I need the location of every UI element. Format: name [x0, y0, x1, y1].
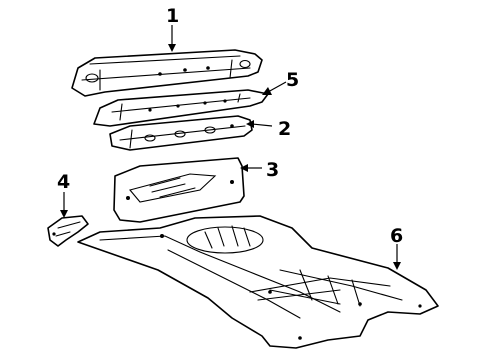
arrowhead-3 — [240, 164, 248, 172]
leader-2 — [251, 123, 273, 127]
leader-lines — [60, 25, 401, 270]
rear-floor-pan — [77, 215, 439, 349]
arrowhead-4 — [60, 210, 68, 218]
callout-4: 4 — [57, 171, 70, 193]
callout-6: 6 — [390, 225, 403, 247]
rear-panel-reinforcement — [93, 89, 269, 127]
callout-5: 5 — [286, 69, 299, 91]
callout-labels: 1 2 3 4 5 6 — [57, 5, 403, 247]
arrowhead-1 — [168, 44, 176, 52]
rear-crossmember — [109, 115, 253, 151]
side-bracket — [47, 215, 89, 247]
callout-1: 1 — [166, 5, 179, 27]
callout-2: 2 — [278, 118, 291, 140]
arrowhead-5 — [262, 87, 272, 95]
arrowhead-6 — [393, 262, 401, 270]
leader-5 — [267, 81, 287, 93]
rear-upper-panel — [71, 49, 263, 97]
seat-back-support-panel — [113, 157, 245, 223]
callout-3: 3 — [266, 159, 279, 181]
arrowhead-2 — [246, 120, 254, 128]
